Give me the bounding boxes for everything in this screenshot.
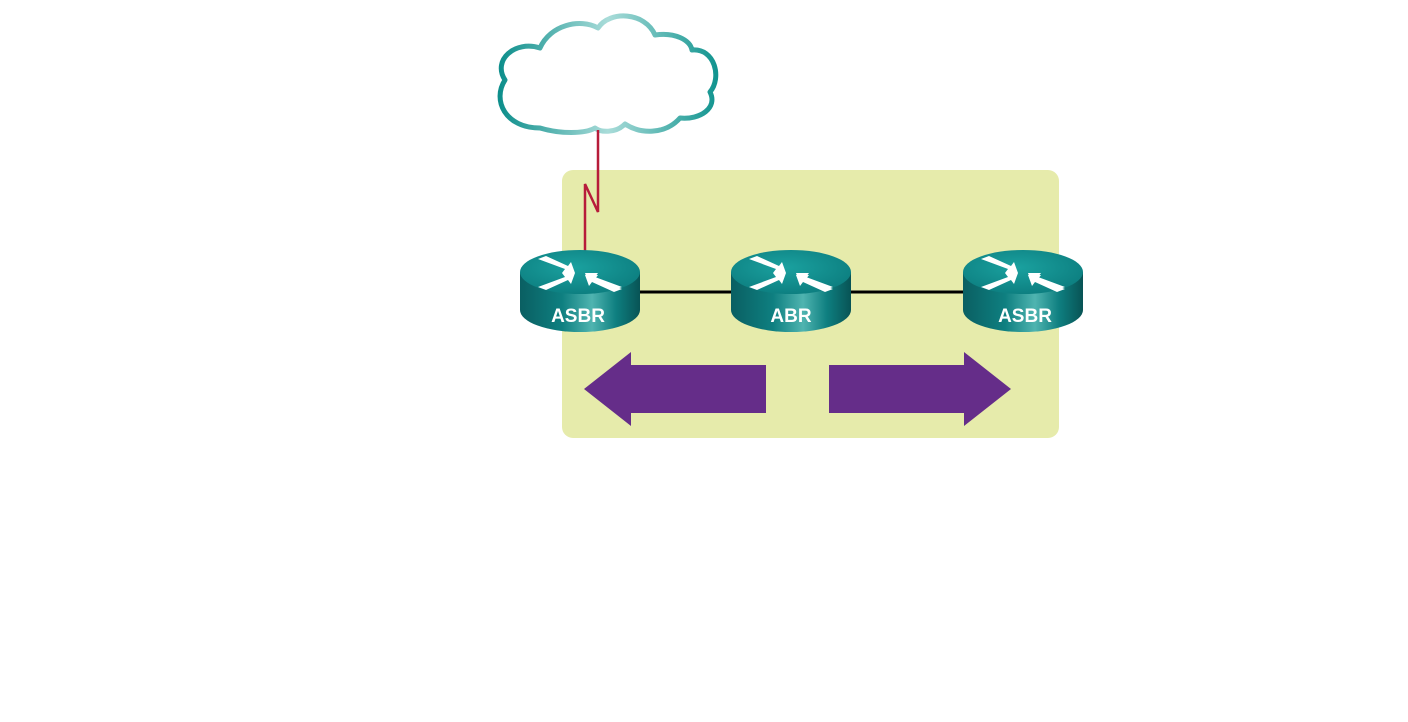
router-asbr-left[interactable]: ASBR (520, 250, 640, 332)
serial-link (583, 130, 600, 252)
router-label: ASBR (551, 306, 605, 327)
router-asbr-right[interactable]: ASBR (963, 250, 1083, 332)
router-label: ASBR (998, 306, 1052, 327)
cloud-icon (497, 13, 719, 135)
arrow-right-icon (829, 352, 1011, 426)
router-label: ABR (770, 306, 811, 327)
arrow-left-icon (584, 352, 766, 426)
router-abr[interactable]: ABR (731, 250, 851, 332)
